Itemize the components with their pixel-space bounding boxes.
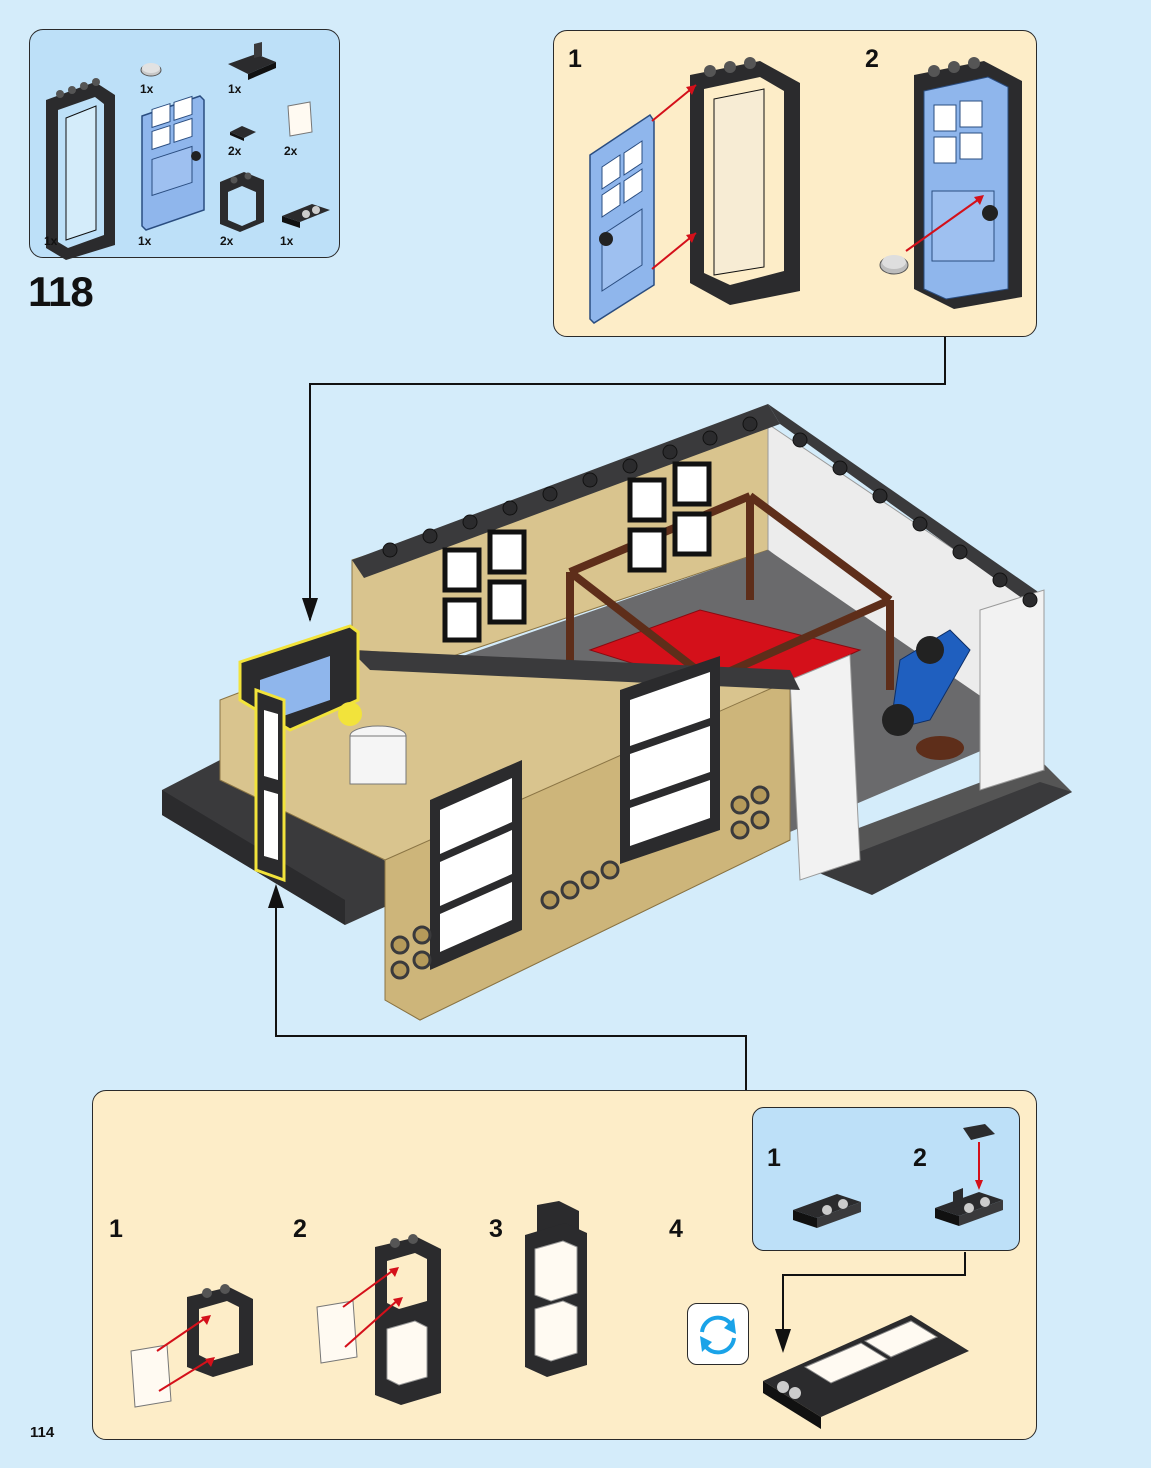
- bracket-substep-2-image: [935, 1124, 1003, 1226]
- front-window-group: [430, 656, 720, 970]
- bracket-substep-1: 1: [767, 1144, 781, 1172]
- door-subassembly-callout: 1 2: [553, 30, 1037, 337]
- blue-chair: [882, 629, 971, 760]
- door-substep-2: 2: [865, 45, 879, 73]
- rotate-model-icon: [687, 1303, 749, 1365]
- glass-part-image: [287, 101, 313, 137]
- jumper-part-image: [282, 204, 330, 228]
- new-door-highlight: [238, 624, 360, 883]
- qty-bracket: 1x: [228, 82, 242, 96]
- main-model-image: [162, 404, 1072, 1021]
- round-tile-part-image: [140, 63, 162, 77]
- qty-small-plate: 2x: [228, 144, 242, 158]
- sub-connector: [775, 1252, 966, 1353]
- window-substep-4: 4: [669, 1215, 683, 1243]
- window-substep-2: 2: [293, 1215, 307, 1243]
- bracket-part-image: [228, 42, 276, 80]
- qty-door: 1x: [138, 234, 152, 248]
- door-assembly-image-2: [914, 57, 1022, 309]
- door-frame-assembly-image: [690, 57, 800, 305]
- window-substep-1-image: [130, 1284, 253, 1408]
- window-frame-part-image: [220, 172, 264, 232]
- parts-list-panel: 1x 1x 1x 1x 2x 2x 2x: [29, 29, 340, 260]
- step-number: 118: [28, 268, 94, 315]
- back-window-group: [442, 461, 712, 643]
- qty-door-frame: 1x: [44, 234, 58, 248]
- qty-window-frame: 2x: [220, 234, 234, 248]
- bracket-substep-2: 2: [913, 1144, 927, 1172]
- window-substep-2-image: [316, 1234, 441, 1405]
- qty-jumper: 1x: [280, 234, 294, 248]
- page-number: 114: [30, 1424, 55, 1441]
- qty-round-tile: 1x: [140, 82, 154, 96]
- knob-part-image: [879, 255, 909, 275]
- bracket-substep-1-image: [793, 1194, 861, 1228]
- door-hinge-arrows: [651, 84, 697, 270]
- door-assembly-image-1: [589, 113, 655, 324]
- window-substep-3-image: [525, 1201, 587, 1377]
- door-part-image: [141, 95, 205, 231]
- window-substep-1: 1: [109, 1215, 123, 1243]
- minifigure: [338, 702, 407, 785]
- door-substep-1: 1: [568, 45, 582, 73]
- knob-arrow: [905, 195, 984, 252]
- window-substep-4-image: [763, 1315, 969, 1429]
- qty-glass: 2x: [284, 144, 298, 158]
- window-substep-3: 3: [489, 1215, 503, 1243]
- bracket-subassembly-callout: 1 2: [752, 1107, 1020, 1251]
- door-frame-part-image: [46, 78, 115, 260]
- small-plate-part-image: [230, 126, 256, 141]
